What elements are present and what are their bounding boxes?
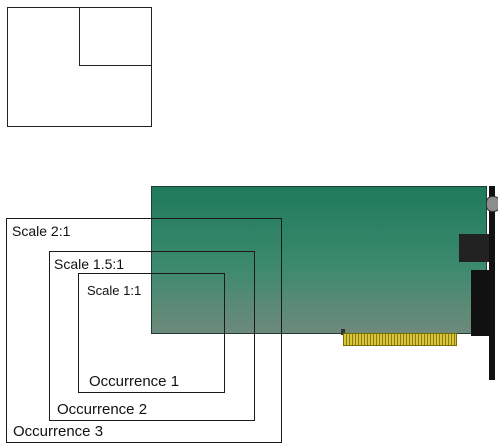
occurrence-1-label: Occurrence 1 — [89, 373, 180, 390]
scale-label-occurrence-1: Scale 1:1 — [87, 283, 142, 298]
occurrence-1-frame — [78, 273, 225, 393]
bracket-tab — [486, 196, 498, 212]
scale-label-occurrence-2: Scale 1.5:1 — [54, 256, 125, 272]
edge-connector-notch — [341, 329, 345, 335]
occurrence-2-frame — [49, 251, 255, 421]
port-connector-top — [459, 234, 489, 262]
edge-connector-contacts — [343, 333, 457, 346]
scale-label-occurrence-3: Scale 2:1 — [12, 223, 71, 239]
occurrence-3-label: Occurrence 3 — [13, 423, 104, 440]
occurrence-2-label: Occurrence 2 — [57, 401, 148, 418]
legend-swatch — [79, 7, 152, 66]
bracket-plate — [489, 186, 495, 380]
mounting-bracket — [459, 186, 498, 380]
port-connector-bottom — [471, 270, 489, 336]
expansion-card-board — [151, 186, 487, 334]
